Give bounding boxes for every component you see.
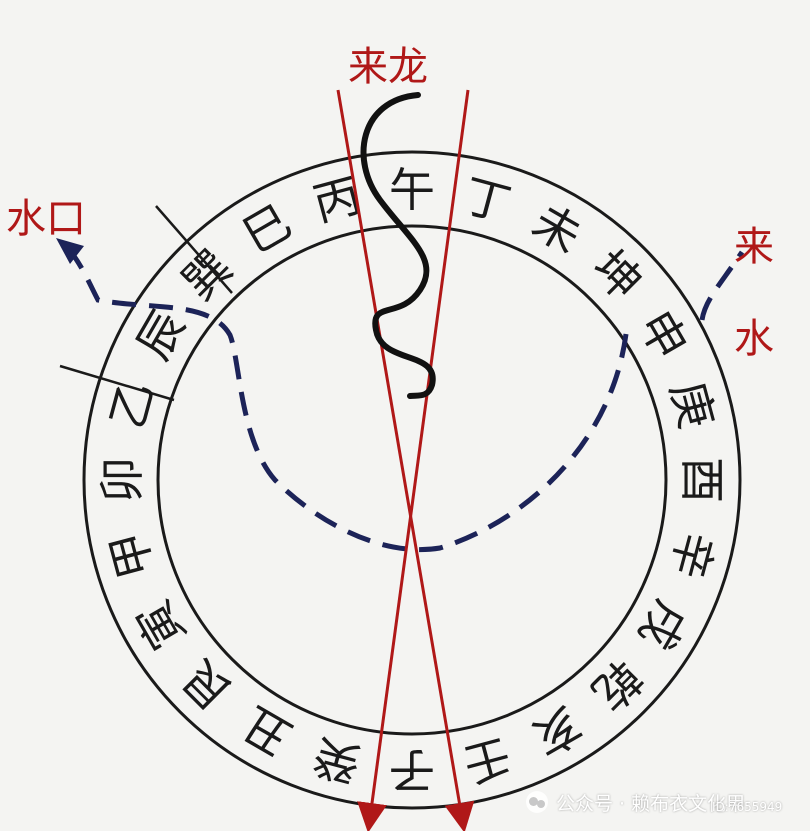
- outer-ring: [82, 150, 742, 810]
- ring-character: 亥: [524, 696, 591, 766]
- sector-divider-line: [59, 364, 175, 402]
- watermark-channel-label: 公众号 · 赖布衣文化甲: [556, 792, 746, 815]
- ring-character: 甲: [100, 526, 164, 584]
- ring-character: 巳: [234, 194, 301, 264]
- ring-character: 子: [389, 743, 435, 797]
- water-flow-dashed-path: [62, 242, 745, 552]
- water-outlet-label: 水口: [6, 196, 86, 242]
- wechat-logo-icon: [526, 791, 548, 813]
- coming-water-label-bottom: 水: [734, 316, 774, 362]
- ring-character: 午: [389, 163, 435, 217]
- ring-character: 酉: [675, 457, 729, 503]
- inner-ring: [156, 224, 668, 736]
- ring-character: 丑: [234, 696, 301, 766]
- ring-character: 未: [524, 194, 591, 264]
- ring-character: 卯: [95, 457, 149, 503]
- watermark: 公众号 · 赖布衣文化甲: [526, 786, 806, 818]
- coming-dragon-line-left: [336, 89, 475, 831]
- ring-character: 乙: [100, 376, 164, 434]
- water-outlet-arrowhead-icon: [56, 238, 84, 264]
- ring-character: 癸: [308, 728, 366, 792]
- ring-character: 丁: [458, 168, 516, 232]
- ring-character: 戌: [628, 592, 698, 659]
- coming-dragon-label: 来龙: [348, 44, 428, 90]
- coming-dragon-line-right: [357, 89, 470, 831]
- coming-water-label-top: 来: [734, 224, 774, 270]
- sector-divider-line: [155, 205, 233, 294]
- ring-character: 辛: [660, 526, 724, 584]
- ring-character: 申: [628, 302, 698, 369]
- ring-character: 壬: [458, 728, 516, 792]
- ring-character: 庚: [660, 376, 724, 434]
- watermark-id: ID:7655949: [712, 800, 783, 814]
- ring-character: 寅: [126, 592, 196, 659]
- ring-character: 辰: [126, 302, 196, 369]
- dragon-wave-line: [360, 92, 436, 399]
- ring-characters: 子癸丑艮寅甲卯乙辰巽巳丙午丁未坤申庚酉辛戌乾亥壬: [95, 163, 729, 797]
